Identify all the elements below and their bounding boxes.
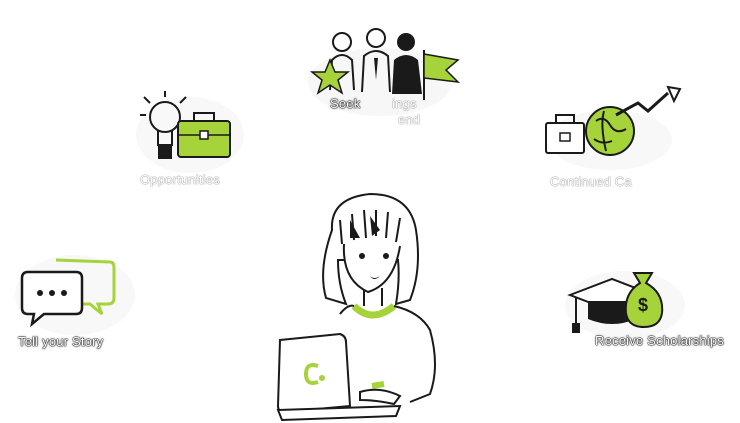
continued-label: Continued Ca	[550, 174, 632, 189]
briefcase-globe-growth-arrow-icon	[545, 85, 682, 170]
seek-label-1: Seek	[330, 96, 361, 111]
opportunities-label: Opportunities	[140, 172, 220, 187]
girl-with-laptop-icon	[276, 192, 436, 422]
center-figure	[260, 180, 460, 423]
people-with-star-and-flag-icon	[308, 28, 461, 116]
seek-label-2: ings	[392, 96, 417, 111]
scholarships-node[interactable]: $ Receive Scholarships	[560, 265, 735, 365]
continued-node[interactable]: Continued Ca	[540, 85, 700, 195]
chat-bubbles-icon	[15, 255, 135, 335]
seek-node[interactable]: Seek ings end	[300, 20, 470, 130]
lightbulb-and-briefcase-icon	[136, 91, 244, 173]
opportunities-node[interactable]: Opportunities	[130, 85, 250, 195]
graduation-cap-money-bag-icon: $	[565, 271, 685, 339]
scholarships-label: Receive Scholarships	[595, 333, 725, 348]
story-label: Tell your Story	[18, 334, 104, 349]
story-node[interactable]: Tell your Story	[10, 250, 140, 360]
seek-label-3: end	[398, 112, 421, 127]
svg-text:$: $	[638, 295, 648, 315]
